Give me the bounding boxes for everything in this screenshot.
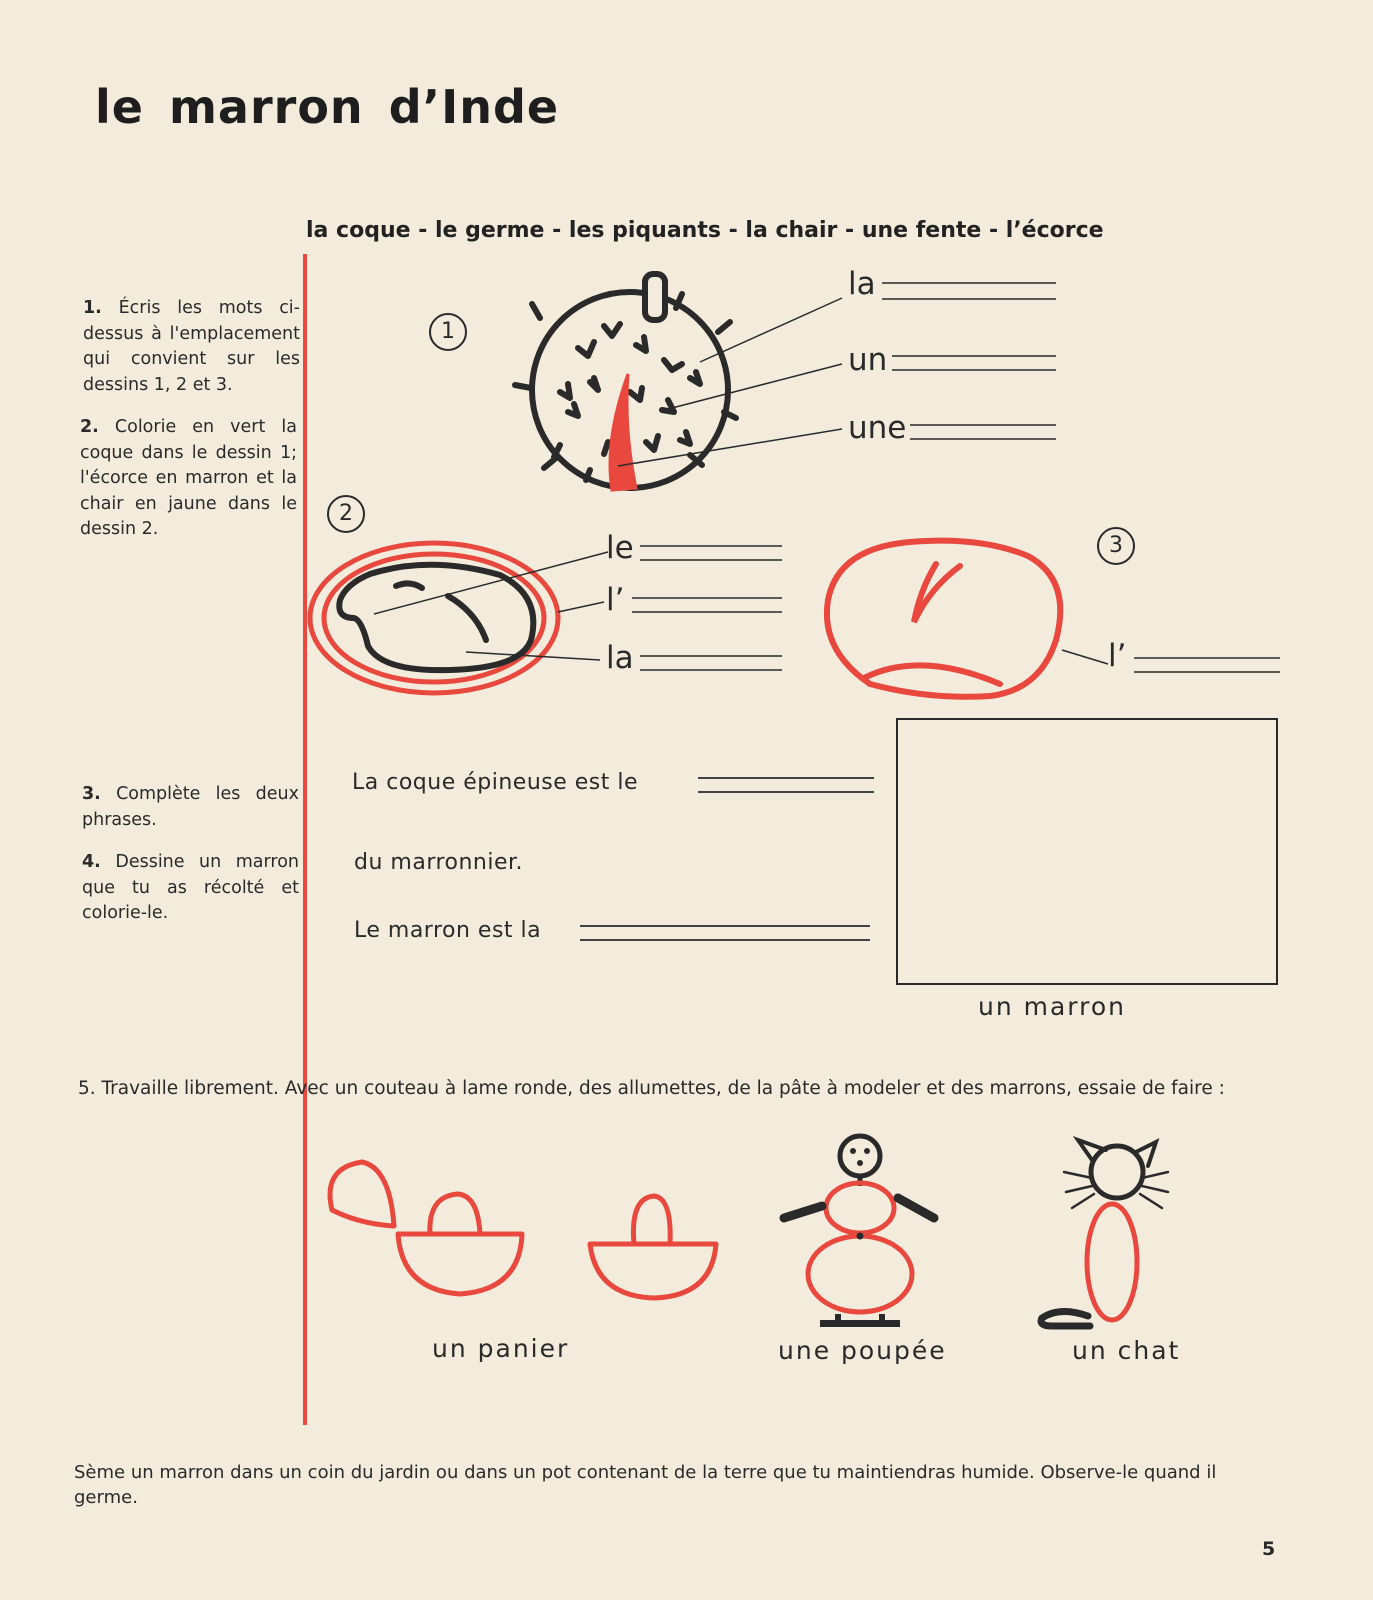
instruction-2: 2. Colorie en vert la coque dans le dess… [80,415,297,543]
label-1b: un [848,342,888,378]
sentence-lines [580,777,874,941]
pointer-lines-1 [617,297,843,467]
pointer-lines-2 [373,551,609,661]
label-2c: la [606,640,634,676]
instruction-4: 4. Dessine un marron que tu as récolté e… [82,850,299,927]
germ-shape [608,373,638,492]
sentence-1-start: La coque épineuse est le [352,770,639,795]
basket-craft [327,1159,719,1301]
instruction-3-text: Complète les deux phrases. [82,784,299,830]
label-1a: la [848,266,876,302]
instruction-4-text: Dessine un marron que tu as récolté et c… [82,852,299,923]
cat-craft [1037,1136,1170,1330]
drawing-number-1: 1 [429,313,467,351]
instruction-3-number: 3. [82,784,101,804]
drawing-box-caption: un marron [978,992,1127,1021]
chestnut-section-drawing [307,540,561,696]
caption-cat: un chat [1072,1336,1181,1365]
sentence-1-end: du marronnier. [354,850,524,875]
task-5: 5. Travaille librement. Avec un couteau … [78,1078,1225,1099]
task-5-text: Travaille librement. Avec un couteau à l… [101,1078,1225,1099]
instruction-2-number: 2. [80,417,99,437]
label-1c: une [848,410,907,446]
caption-basket: un panier [432,1334,570,1363]
instruction-1-text: Écris les mots ci-dessus à l'emplacement… [83,298,300,395]
instruction-1: 1. Écris les mots ci-dessus à l'emplacem… [83,296,300,398]
instruction-4-number: 4. [82,852,101,872]
drawing-number-3: 3 [1097,527,1135,565]
doll-craft [779,1133,939,1327]
footer-note: Sème un marron dans un coin du jardin ou… [74,1462,1217,1508]
page-number: 5 [1262,1538,1276,1560]
sentence-2-start: Le marron est la [354,918,542,943]
answer-lines-2 [632,545,782,671]
caption-doll: une poupée [778,1336,947,1365]
task-5-number: 5. [78,1078,96,1099]
instruction-3: 3. Complète les deux phrases. [82,782,299,833]
label-2a: le [606,530,634,566]
word-list: la coque - le germe - les piquants - la … [306,218,1104,243]
label-3a: l’ [1108,638,1127,674]
husk-drawing [512,271,739,491]
label-2b: l’ [606,582,625,618]
answer-lines-1 [882,282,1056,440]
instruction-1-number: 1. [83,298,102,318]
chestnut-drawing [824,537,1064,700]
drawing-number-2: 2 [327,495,365,533]
instruction-2-text: Colorie en vert la coque dans le dessin … [80,417,297,539]
drawing-box[interactable] [896,718,1278,985]
page-title: le marron d’Inde [95,80,560,134]
pointer-line-3 [1061,649,1280,673]
